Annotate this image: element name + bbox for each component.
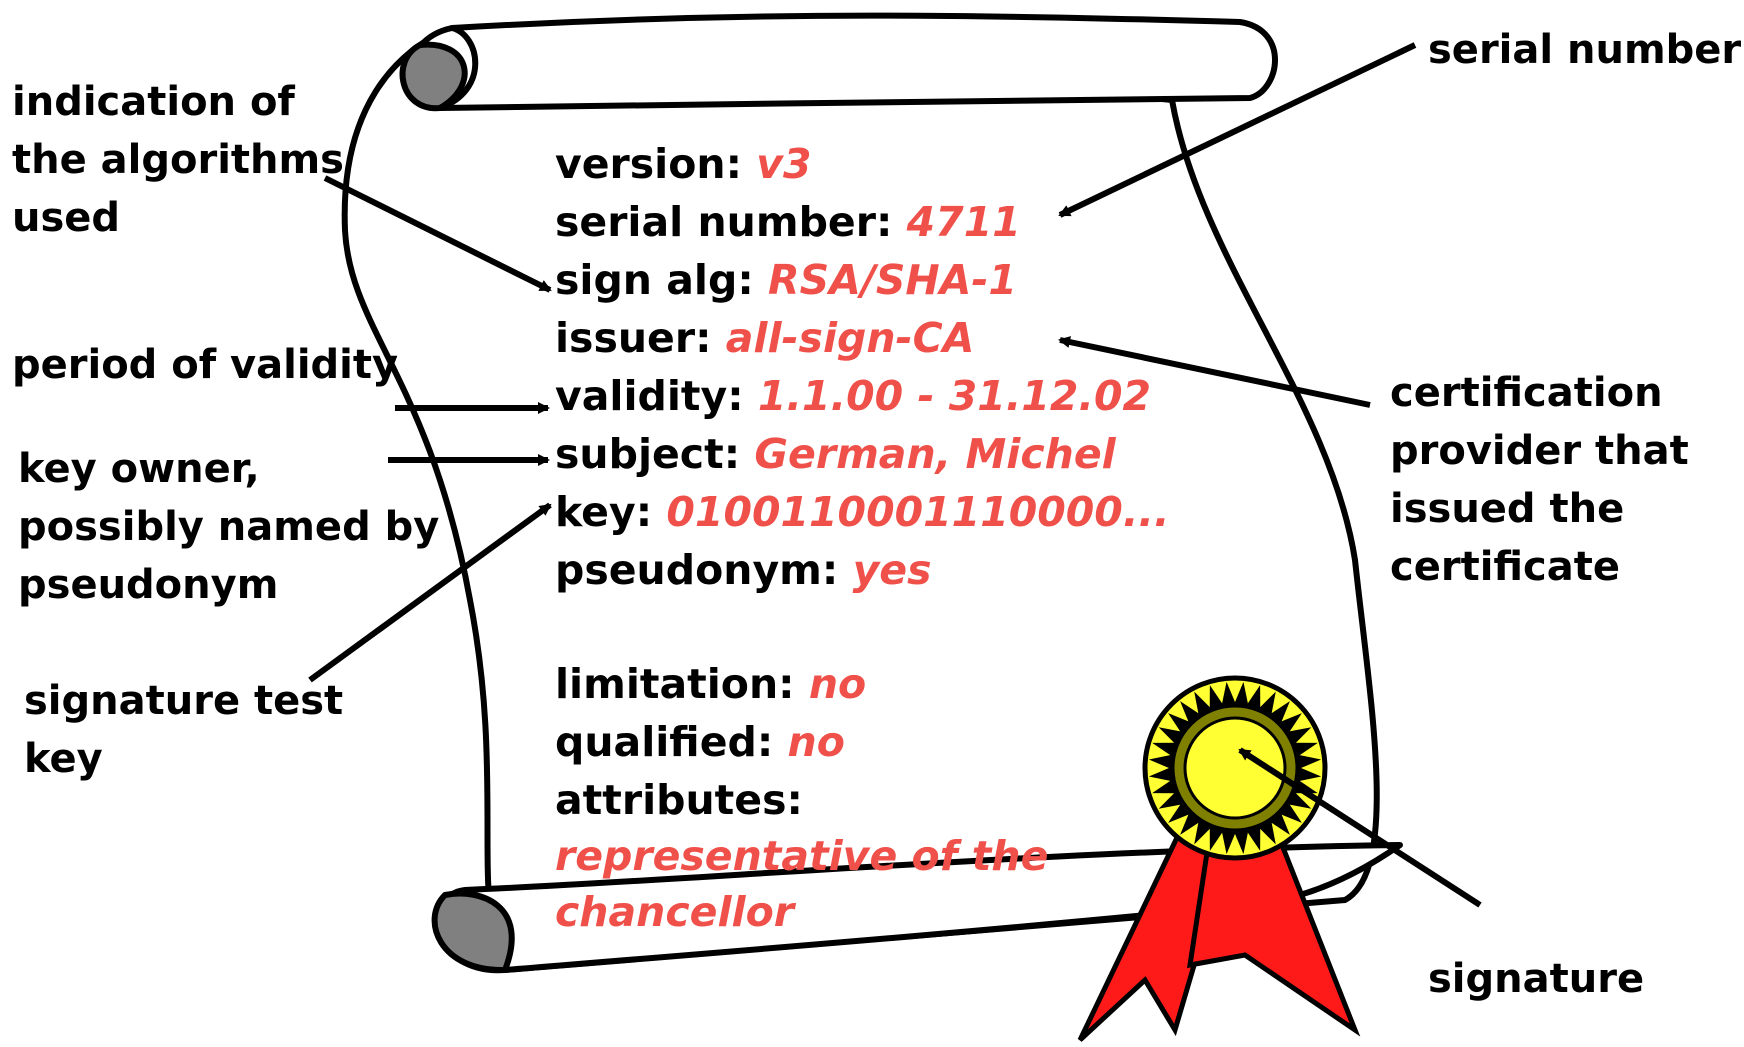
sign-alg-value: RSA/SHA-1 xyxy=(768,256,1017,304)
annotation-test-key-line: key xyxy=(24,736,103,782)
seal-tooth xyxy=(1279,713,1302,734)
limitation-value: no xyxy=(808,660,867,708)
issuer-value: all-sign-CA xyxy=(725,314,975,362)
seal-tooth xyxy=(1168,802,1191,823)
scroll-icon xyxy=(341,12,1403,974)
seal-tooth xyxy=(1148,766,1174,782)
seal-tooth xyxy=(1152,779,1177,794)
annotation-signature-line: signature xyxy=(1428,956,1645,1002)
sign-alg-field: sign alg: RSA/SHA-1 xyxy=(555,256,1017,304)
pseudonym-field: pseudonym: yes xyxy=(555,546,932,594)
annotation-validity: period of validity xyxy=(12,336,398,394)
limitation-field: limitation: no xyxy=(555,660,867,708)
arrow-provider xyxy=(1058,336,1371,408)
seal-tooth xyxy=(1180,701,1201,724)
key-value: 0100110001110000... xyxy=(666,488,1170,536)
seal-tooth xyxy=(1258,691,1276,716)
seal-tooth xyxy=(1269,812,1290,835)
seal-rim-teeth xyxy=(1148,681,1322,855)
seal-tooth xyxy=(1168,713,1191,734)
annotation-algorithms-line: the algorithms xyxy=(12,137,344,183)
annotation-provider-line: issued the xyxy=(1390,486,1625,532)
version-value: v3 xyxy=(756,140,812,188)
seal-tooth xyxy=(1233,681,1249,707)
attributes-value-line2: chancellor xyxy=(555,888,794,936)
subject-value: German, Michel xyxy=(754,430,1116,478)
seal-icon xyxy=(1077,675,1361,1042)
annotation-test-key-line: signature test xyxy=(24,678,344,724)
seal-tooth xyxy=(1246,826,1261,851)
seal-tooth xyxy=(1148,754,1174,770)
serial-number-field: serial number: 4711 xyxy=(555,198,1021,246)
validity-field: validity: 1.1.00 - 31.12.02 xyxy=(555,372,1152,420)
seal-tooth xyxy=(1221,829,1237,855)
pseudonym-value: yes xyxy=(852,546,932,594)
seal-tooth xyxy=(1287,727,1312,745)
validity-value: 1.1.00 - 31.12.02 xyxy=(757,372,1152,420)
annotation-serial: serial number xyxy=(1428,21,1741,79)
issuer-field: issuer: all-sign-CA xyxy=(555,314,975,362)
serial-number-value: 4711 xyxy=(906,198,1021,246)
annotation-key-owner-line: possibly named by xyxy=(18,504,440,550)
qualified-value: no xyxy=(787,718,845,766)
arrow-serial xyxy=(1058,42,1417,218)
seal-tooth xyxy=(1293,742,1318,757)
version-field: version: v3 xyxy=(555,140,812,188)
subject-field: subject: German, Michel xyxy=(555,430,1116,478)
seal-tooth xyxy=(1287,791,1312,809)
seal-tooth xyxy=(1258,820,1276,845)
seal-tooth xyxy=(1296,754,1322,770)
seal-tooth xyxy=(1180,812,1201,835)
seal-tooth xyxy=(1279,802,1302,823)
seal-tooth xyxy=(1158,791,1183,809)
arrow-signature xyxy=(1238,747,1482,908)
key-field: key: 0100110001110000... xyxy=(555,488,1170,536)
annotation-serial-line: serial number xyxy=(1428,27,1742,73)
annotation-algorithms: indication of the algorithms used xyxy=(12,73,344,247)
seal-tooth xyxy=(1194,820,1212,845)
seal-tooth xyxy=(1246,685,1261,710)
annotation-signature: signature xyxy=(1428,950,1644,1008)
seal-tooth xyxy=(1209,826,1224,851)
annotation-key-owner-line: key owner, xyxy=(18,446,260,492)
arrow-test-key xyxy=(308,502,552,683)
annotation-provider: certification provider that issued the c… xyxy=(1390,364,1689,596)
annotation-provider-line: provider that xyxy=(1390,428,1689,474)
annotation-key-owner-line: pseudonym xyxy=(18,562,279,608)
annotation-validity-line: period of validity xyxy=(12,342,399,388)
seal-tooth xyxy=(1233,829,1249,855)
seal-tooth xyxy=(1221,681,1237,707)
seal-tooth xyxy=(1194,691,1212,716)
attributes-field: attributes: xyxy=(555,776,803,824)
seal-tooth xyxy=(1209,685,1224,710)
seal-tooth xyxy=(1296,766,1322,782)
annotation-provider-line: certification xyxy=(1390,370,1663,416)
seal-tooth xyxy=(1152,742,1177,757)
annotation-test-key: signature test key xyxy=(24,672,343,788)
arrow-algorithms xyxy=(323,175,552,293)
attributes-value-line1: representative of the xyxy=(555,832,1049,880)
annotation-algorithms-line: indication of xyxy=(12,79,295,125)
annotation-key-owner: key owner, possibly named by pseudonym xyxy=(18,440,439,614)
seal-tooth xyxy=(1269,701,1290,724)
annotation-algorithms-line: used xyxy=(12,195,121,241)
seal-tooth xyxy=(1158,727,1183,745)
annotation-provider-line: certificate xyxy=(1390,544,1620,590)
qualified-field: qualified: no xyxy=(555,718,845,766)
